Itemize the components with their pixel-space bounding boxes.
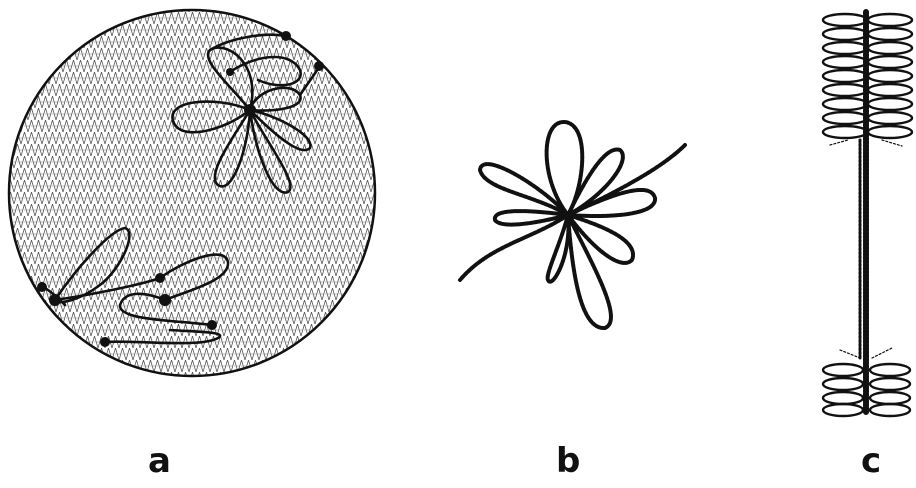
panel-a-nucleus — [9, 10, 375, 376]
petal — [568, 215, 633, 263]
panel-label-b: b — [556, 444, 580, 478]
panel-b-flower-chromosome — [460, 122, 685, 328]
panel-label-c: c — [861, 444, 881, 478]
panel-c-rod-chromosome — [823, 12, 912, 416]
upper-loop-cluster — [823, 14, 912, 138]
panel-label-a: a — [148, 444, 171, 478]
petal — [568, 215, 611, 328]
petal — [568, 150, 623, 215]
